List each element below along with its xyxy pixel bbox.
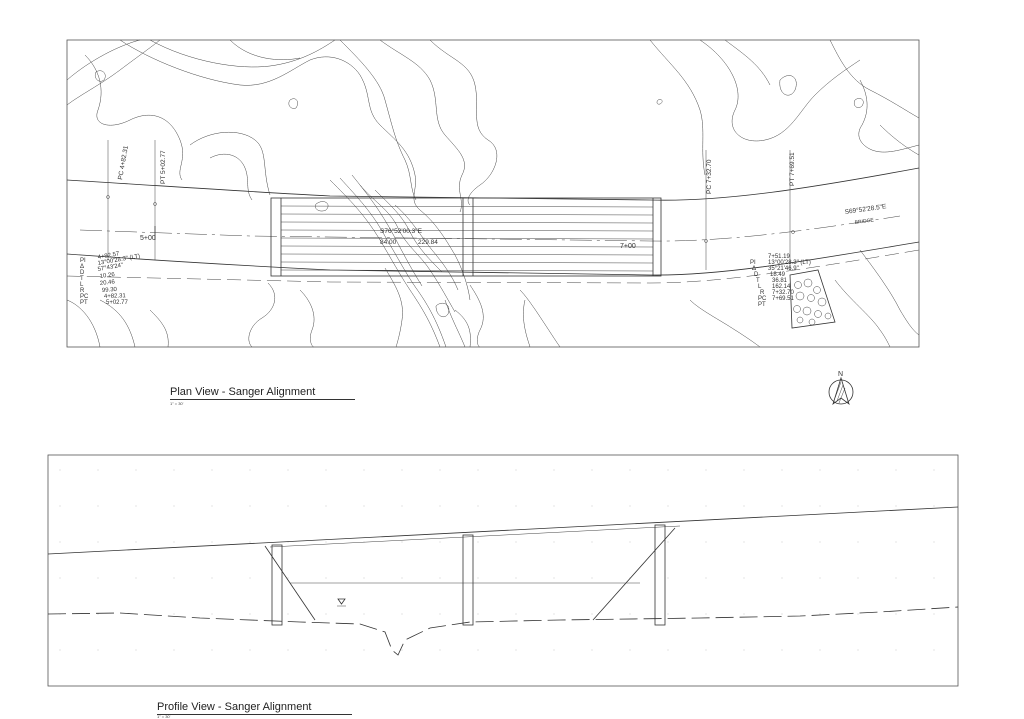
riprap-area [789,269,836,329]
curve-west-value-4: 20.46 [100,279,116,287]
curve-west-label-5: R [80,288,85,294]
north-label: N [838,371,843,378]
profile-view-title: Profile View - Sanger Alignment [157,701,352,715]
pc-west-label: PC 4+82.31 [117,145,130,181]
curve-west-value-7: 5+02.77 [106,300,129,306]
road-south-edge [66,241,920,276]
curve-east-label-6: PC [758,296,767,302]
curve-east-label-0: PI [750,260,756,266]
curve-table-east: PI Δ D T L R PC PT 7+51.19 13°00'28.3" (… [750,254,811,308]
pt-east-label: PT 7+69.51 [789,152,796,186]
plan-view: 5+00 7+00 PC 4+82.31 PT 5+02.77 PC 7+32.… [66,39,920,348]
curve-west-label-6: PC [80,294,89,300]
centerline [79,215,901,242]
bridge-outline [270,197,662,277]
curve-east-value-1: 13°00'28.3" (LT) [768,260,811,266]
curve-west-label-1: Δ [80,264,84,270]
station-label-500: 5+00 [140,235,156,242]
profile-view [47,454,959,687]
bearing-main-label: S76°52'00.3"E [380,227,423,235]
water-surface-symbol [337,598,346,607]
curve-west-label-4: L [80,282,84,288]
curve-west-value-2: 57°43'24" [97,263,123,273]
station-markers: 5+00 7+00 [106,140,795,270]
small-bridge-label: BRIDGE [854,217,874,226]
right-of-way-line [66,249,920,284]
plan-view-frame [66,39,920,348]
curve-east-label-1: Δ [752,266,756,272]
profile-view-scale: 1" = 30' [157,714,171,719]
deck-bottom-line [269,525,681,548]
dimension-a-label: 84.00 [380,239,397,246]
curve-east-value-5: 162.14 [772,284,791,290]
station-label-700: 7+00 [620,243,636,250]
curve-west-label-2: D [80,270,85,276]
road-grade-line [47,506,959,555]
terrain-contours [66,39,920,348]
curve-west-value-3: 10.26 [99,272,115,280]
curve-east-label-7: PT [758,302,766,308]
curve-west-value-5: 99.30 [102,287,118,294]
bearing-east-label: S69°52'28.5"E [844,202,887,216]
pt-west-label: PT 5+02.77 [160,150,167,184]
curve-east-value-0: 7+51.19 [768,254,791,260]
profile-view-frame [47,454,959,687]
curve-east-label-3: T [756,278,760,284]
curve-west-label-3: T [80,276,84,282]
plan-view-scale: 1" = 30' [170,401,184,406]
profile-dot-grid [59,469,935,651]
bridge-piers [264,524,676,626]
plan-view-title: Plan View - Sanger Alignment [170,386,356,400]
curve-west-label-7: PT [80,300,88,306]
pc-east-label: PC 7+32.70 [706,159,713,194]
curve-east-value-3: 18.49 [770,272,786,278]
bridge-deck [270,197,662,277]
dimension-b-label: 229.84 [418,239,438,246]
curve-table-west: PI Δ D T L R PC PT 4+92.57 13°00'28.3" (… [80,251,141,306]
north-arrow: N [828,371,854,406]
curve-east-value-4: 36.81 [772,278,788,284]
curve-east-value-7: 7+69.51 [772,296,795,302]
curve-east-label-5: R [760,290,765,296]
existing-ground-line [47,606,959,656]
curve-east-value-2: 35°21'46.9" [768,266,799,272]
curve-west-label-0: PI [80,258,86,264]
curve-east-label-4: L [758,284,762,290]
curve-east-value-6: 7+32.70 [772,290,795,296]
curve-west-value-6: 4+82.31 [104,293,127,300]
curve-east-label-2: D [754,272,759,278]
curve-west-value-0: 4+92.57 [97,251,120,261]
